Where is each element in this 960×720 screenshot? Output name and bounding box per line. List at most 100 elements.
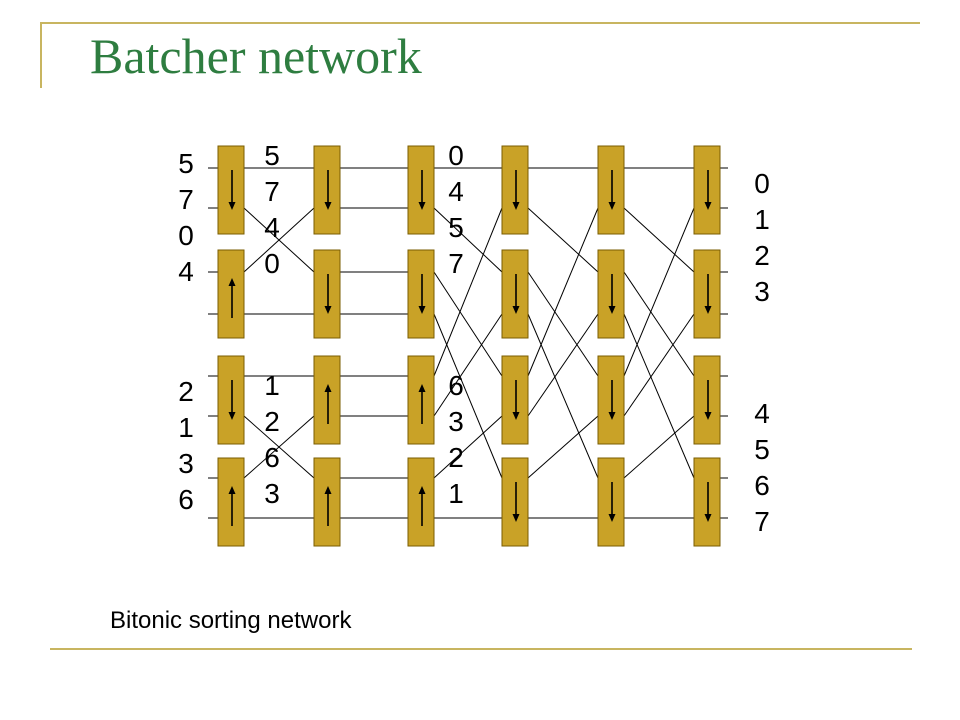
comparator-body: [597, 249, 625, 339]
arrow-down-icon: [512, 274, 520, 314]
network-wire: [433, 207, 503, 273]
comparator-box: [597, 145, 625, 235]
stage1-top-column: 5 7 4 0: [252, 138, 292, 282]
stage1-bottom-value: 1: [264, 370, 280, 401]
output-top-value: 3: [754, 276, 770, 307]
arrow-down-icon: [704, 170, 712, 210]
arrow-down-icon: [608, 274, 616, 314]
output-bottom-value: 5: [754, 434, 770, 465]
network-wire: [433, 313, 503, 417]
arrow-up-icon: [228, 278, 236, 318]
input-top-column: 5 7 0 4: [166, 146, 206, 290]
network-wire: [243, 415, 315, 479]
comparator-layer: [217, 145, 721, 547]
network-wire: [623, 271, 695, 377]
network-wire: [527, 271, 599, 377]
arrow-down-icon: [704, 482, 712, 522]
comparator-body: [693, 249, 721, 339]
output-top-column: 0 1 2 3: [742, 166, 782, 310]
output-top-value: 0: [754, 168, 770, 199]
arrow-down-icon: [324, 274, 332, 314]
input-top-value: 4: [178, 256, 194, 287]
input-top-value: 5: [178, 148, 194, 179]
comparator-box: [313, 249, 341, 339]
comparator-body: [217, 355, 245, 445]
output-top-value: 1: [754, 204, 770, 235]
wire-layer: [208, 167, 728, 519]
stage1-bottom-value: 6: [264, 442, 280, 473]
arrow-up-icon: [324, 384, 332, 424]
comparator-body: [407, 249, 435, 339]
network-wire: [527, 207, 599, 377]
stage2-bottom-column: 6 3 2 1: [436, 368, 476, 512]
comparator-box: [597, 355, 625, 445]
comparator-body: [693, 145, 721, 235]
comparator-box: [217, 355, 245, 445]
comparator-body: [313, 457, 341, 547]
network-wire: [433, 271, 503, 377]
comparator-box: [407, 355, 435, 445]
output-bottom-value: 6: [754, 470, 770, 501]
input-bottom-value: 1: [178, 412, 194, 443]
stage2-top-column: 0 4 5 7: [436, 138, 476, 282]
comparator-body: [313, 355, 341, 445]
comparator-body: [407, 145, 435, 235]
comparator-box: [693, 355, 721, 445]
stage2-bottom-value: 1: [448, 478, 464, 509]
comparator-box: [407, 457, 435, 547]
stage1-bottom-value: 2: [264, 406, 280, 437]
left-rule: [40, 22, 42, 88]
slide-title: Batcher network: [90, 28, 422, 84]
comparator-body: [217, 457, 245, 547]
output-bottom-value: 4: [754, 398, 770, 429]
stage2-top-value: 4: [448, 176, 464, 207]
network-wire: [623, 207, 695, 377]
output-top-value: 2: [754, 240, 770, 271]
comparator-box: [501, 145, 529, 235]
arrow-down-icon: [608, 170, 616, 210]
stage1-top-value: 5: [264, 140, 280, 171]
network-wire: [527, 313, 599, 417]
comparator-box: [313, 145, 341, 235]
arrow-down-icon: [228, 170, 236, 210]
arrow-down-icon: [608, 482, 616, 522]
comparator-body: [407, 457, 435, 547]
network-wire: [527, 415, 599, 479]
arrow-up-icon: [324, 486, 332, 526]
comparator-body: [501, 457, 529, 547]
network-wire: [623, 313, 695, 479]
stage1-bottom-column: 1 2 6 3: [252, 368, 292, 512]
comparator-body: [693, 355, 721, 445]
arrow-up-icon: [418, 486, 426, 526]
arrow-up-icon: [418, 384, 426, 424]
stage1-top-value: 0: [264, 248, 280, 279]
comparator-box: [597, 457, 625, 547]
network-wire: [433, 207, 503, 377]
stage2-top-value: 5: [448, 212, 464, 243]
input-bottom-value: 2: [178, 376, 194, 407]
comparator-box: [693, 145, 721, 235]
comparator-box: [597, 249, 625, 339]
stage1-top-value: 4: [264, 212, 280, 243]
stage2-bottom-value: 6: [448, 370, 464, 401]
arrow-down-icon: [704, 274, 712, 314]
network-wire: [527, 207, 599, 273]
comparator-body: [693, 457, 721, 547]
comparator-box: [217, 457, 245, 547]
comparator-box: [693, 457, 721, 547]
comparator-box: [501, 457, 529, 547]
comparator-body: [217, 249, 245, 339]
comparator-body: [313, 249, 341, 339]
arrow-up-icon: [228, 486, 236, 526]
comparator-box: [407, 145, 435, 235]
comparator-body: [597, 457, 625, 547]
arrow-down-icon: [512, 482, 520, 522]
top-rule: [40, 22, 920, 24]
comparator-box: [217, 249, 245, 339]
stage2-bottom-value: 3: [448, 406, 464, 437]
diagram-caption: Bitonic sorting network: [110, 607, 352, 634]
comparator-body: [501, 249, 529, 339]
arrow-down-icon: [418, 274, 426, 314]
stage2-bottom-value: 2: [448, 442, 464, 473]
